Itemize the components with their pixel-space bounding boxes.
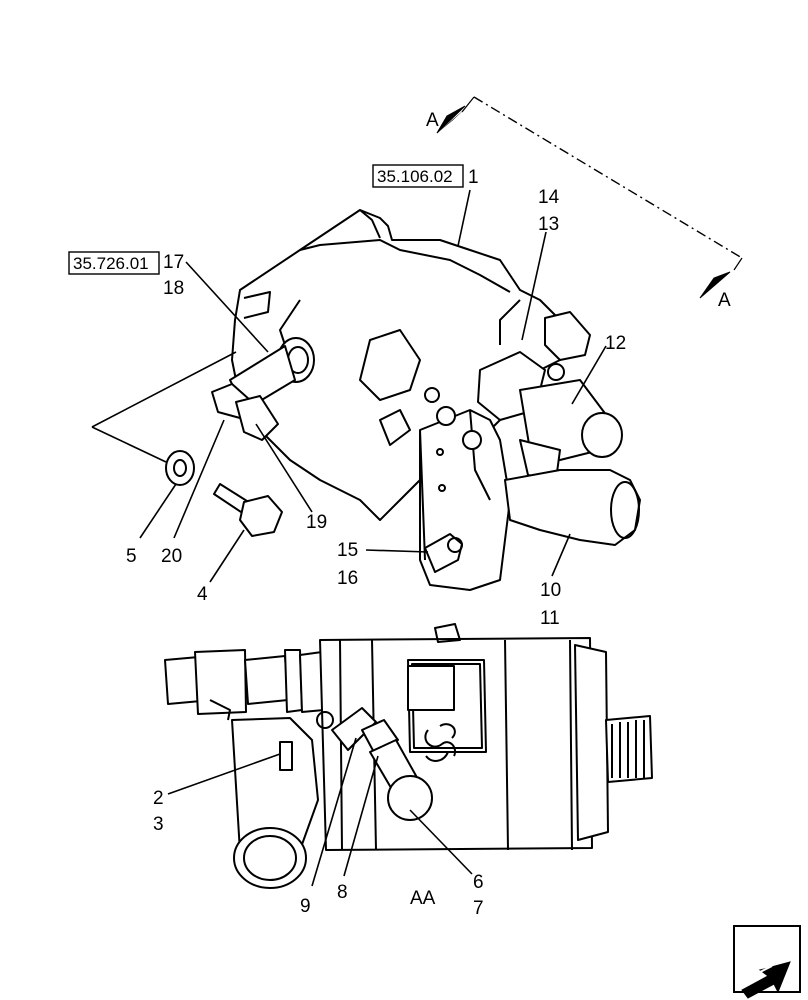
callout-10: 10: [540, 580, 561, 601]
reference-box-35-106-02[interactable]: 35.106.02: [372, 164, 464, 188]
section-line-aa: A A: [426, 96, 743, 311]
upper-pump-assembly: [211, 209, 641, 591]
callout-13: 13: [538, 214, 559, 235]
callout-7: 7: [473, 898, 484, 919]
callout-11: 11: [540, 608, 560, 629]
callout-19: 19: [306, 512, 327, 533]
callout-16: 16: [337, 568, 358, 589]
lower-pump-view-aa: [164, 623, 653, 889]
callout-8: 8: [337, 882, 348, 903]
section-mark-top: A: [426, 110, 439, 131]
callout-20: 20: [161, 546, 182, 567]
loose-parts: [165, 450, 283, 537]
brand-logo: [424, 723, 456, 762]
callout-9: 9: [300, 896, 311, 917]
section-mark-bottom: A: [718, 290, 731, 311]
callout-1: 1: [468, 167, 479, 188]
leader-lines: [91, 189, 607, 887]
reference-box-text: 35.726.01: [73, 254, 149, 273]
reference-box-35-726-01[interactable]: 35.726.01: [68, 251, 160, 275]
callout-17: 17: [163, 252, 184, 273]
callout-2: 2: [153, 788, 164, 809]
reference-box-text: 35.106.02: [377, 167, 453, 186]
callout-3: 3: [153, 814, 164, 835]
callout-5: 5: [126, 546, 137, 567]
callout-12: 12: [605, 333, 626, 354]
callout-labels: 1 14 13 17 18 12 19 5 20 4 15 16 10 11 2…: [126, 167, 626, 919]
next-page-arrow-icon[interactable]: [733, 925, 801, 999]
callout-6: 6: [473, 872, 484, 893]
callout-14: 14: [538, 187, 560, 208]
callout-4: 4: [197, 584, 208, 605]
callout-18: 18: [163, 278, 184, 299]
callout-15: 15: [337, 540, 358, 561]
view-label-aa: AA: [410, 888, 436, 909]
